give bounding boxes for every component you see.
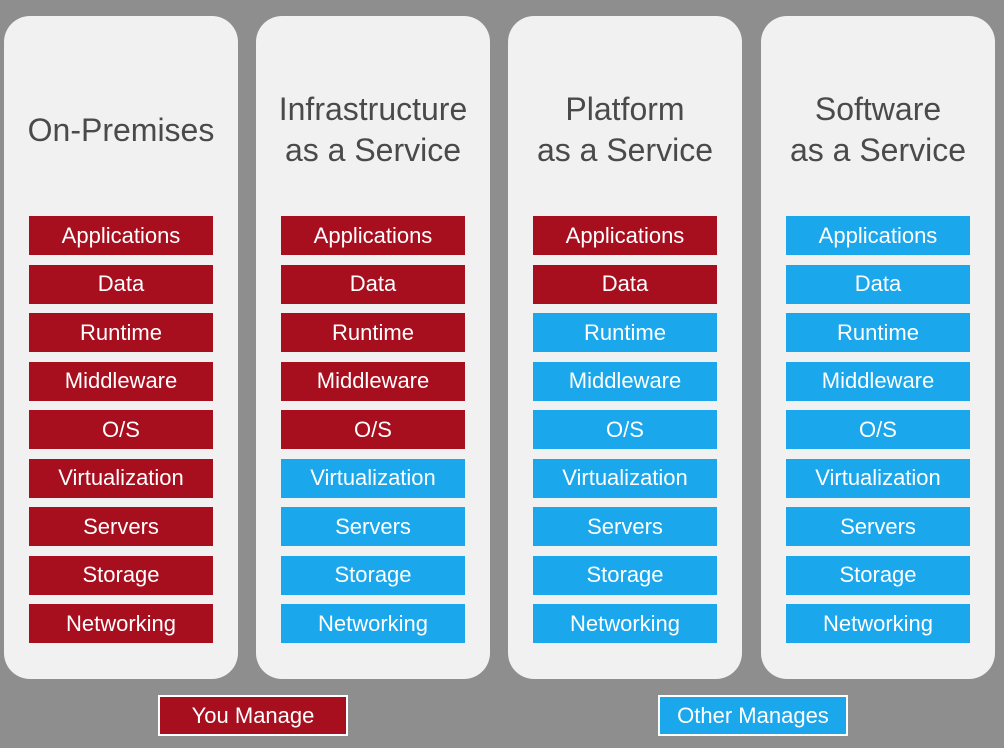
layer-networking: Networking	[533, 604, 717, 643]
layer-runtime: Runtime	[533, 313, 717, 352]
column-title-line: Infrastructure	[278, 91, 468, 127]
layer-applications: Applications	[533, 216, 717, 255]
layer-o-s: O/S	[786, 410, 970, 449]
layer-middleware: Middleware	[786, 361, 970, 401]
layer-runtime: Runtime	[786, 313, 970, 352]
layer-servers: Servers	[786, 507, 970, 546]
column-title: Platform as a Service	[508, 88, 742, 172]
layer-applications: Applications	[786, 216, 970, 255]
layer-servers: Servers	[281, 507, 465, 546]
layer-networking: Networking	[786, 604, 970, 643]
layer-virtualization: Virtualization	[786, 458, 970, 498]
column-title-line: as a Service	[284, 132, 462, 168]
layer-middleware: Middleware	[29, 361, 213, 401]
layer-networking: Networking	[29, 604, 213, 643]
layer-applications: Applications	[29, 216, 213, 255]
column-title: Software as a Service	[761, 88, 995, 172]
layer-storage: Storage	[281, 555, 465, 595]
layer-virtualization: Virtualization	[533, 458, 717, 498]
layer-virtualization: Virtualization	[29, 458, 213, 498]
layer-applications: Applications	[281, 216, 465, 255]
column-title-line: Software	[814, 91, 942, 127]
layer-data: Data	[533, 264, 717, 304]
layer-storage: Storage	[29, 555, 213, 595]
layer-data: Data	[281, 264, 465, 304]
column-title: On-Premises	[4, 88, 238, 172]
layer-runtime: Runtime	[29, 313, 213, 352]
legend-you-manage: You Manage	[158, 695, 348, 736]
column-title: Infrastructure as a Service	[256, 88, 490, 172]
layer-servers: Servers	[29, 507, 213, 546]
layer-o-s: O/S	[29, 410, 213, 449]
layer-storage: Storage	[533, 555, 717, 595]
column-title-line: Platform	[565, 91, 685, 127]
column-title-line: as a Service	[536, 132, 714, 168]
layer-o-s: O/S	[533, 410, 717, 449]
layer-servers: Servers	[533, 507, 717, 546]
layer-runtime: Runtime	[281, 313, 465, 352]
layer-middleware: Middleware	[281, 361, 465, 401]
layer-storage: Storage	[786, 555, 970, 595]
layer-data: Data	[29, 264, 213, 304]
layer-middleware: Middleware	[533, 361, 717, 401]
legend-other-manages: Other Manages	[658, 695, 848, 736]
column-title-line: as a Service	[789, 132, 967, 168]
layer-virtualization: Virtualization	[281, 458, 465, 498]
layer-networking: Networking	[281, 604, 465, 643]
column-title-line: On-Premises	[27, 111, 215, 148]
layer-o-s: O/S	[281, 410, 465, 449]
layer-data: Data	[786, 264, 970, 304]
